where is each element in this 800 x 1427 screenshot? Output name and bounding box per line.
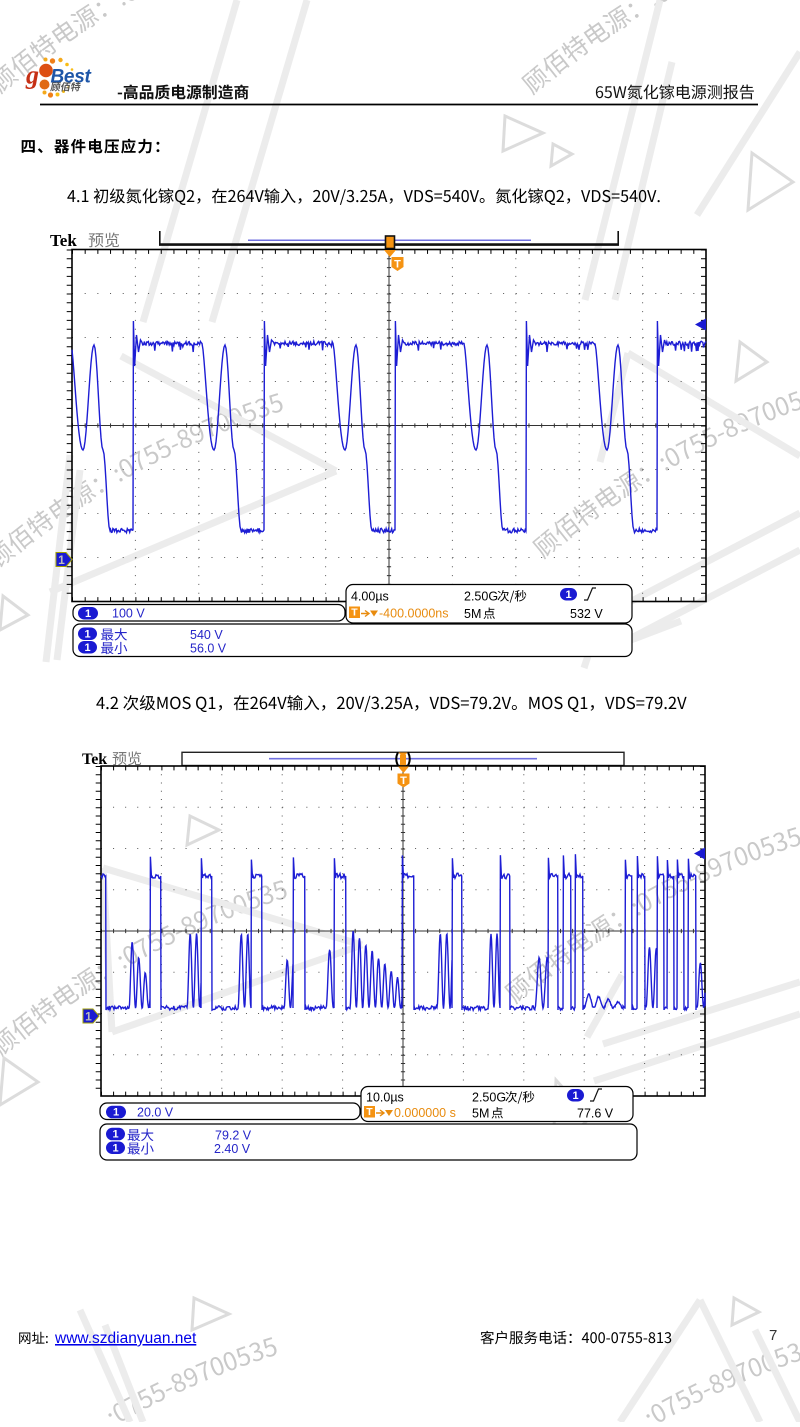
svg-text:-400.0000ns: -400.0000ns (379, 607, 449, 621)
svg-text:T: T (351, 607, 358, 619)
svg-text:1: 1 (112, 1129, 118, 1141)
svg-text:1: 1 (85, 608, 91, 620)
svg-text:www.szdianyuan.net: www.szdianyuan.net (54, 1330, 197, 1347)
svg-text:T: T (366, 1106, 373, 1118)
svg-text:Tek: Tek (82, 751, 107, 768)
svg-text:T: T (400, 775, 407, 787)
svg-text:1: 1 (565, 589, 571, 601)
svg-text:1: 1 (113, 1107, 119, 1119)
svg-text:1: 1 (112, 1142, 118, 1154)
svg-text:Tek: Tek (50, 231, 77, 250)
svg-text:77.6 V: 77.6 V (577, 1107, 614, 1121)
svg-text:540 V: 540 V (190, 628, 223, 642)
svg-text:2.50G: 2.50G (464, 590, 498, 604)
svg-text:4.00µs: 4.00µs (351, 590, 389, 604)
svg-text:2.50G: 2.50G (472, 1091, 506, 1105)
svg-text:79.2 V: 79.2 V (215, 1129, 252, 1143)
svg-text:g: g (25, 61, 39, 90)
svg-text:2.40 V: 2.40 V (214, 1142, 251, 1156)
svg-text:56.0 V: 56.0 V (190, 642, 227, 656)
svg-text:10.0µs: 10.0µs (366, 1091, 404, 1105)
svg-text:7: 7 (769, 1327, 777, 1344)
svg-text:20.0 V: 20.0 V (137, 1105, 174, 1119)
svg-text:5M: 5M (472, 1107, 489, 1121)
svg-text:1: 1 (84, 642, 90, 654)
svg-text:100 V: 100 V (112, 607, 145, 621)
svg-text:1: 1 (58, 553, 65, 567)
svg-text:1: 1 (84, 628, 90, 640)
svg-text:Best: Best (51, 66, 92, 87)
svg-text:1: 1 (85, 1010, 92, 1024)
svg-text:T: T (394, 259, 401, 271)
svg-text:1: 1 (572, 1090, 578, 1102)
svg-text:532 V: 532 V (570, 607, 603, 621)
svg-text:5M: 5M (464, 607, 481, 621)
svg-text:0.000000 s: 0.000000 s (394, 1106, 456, 1120)
